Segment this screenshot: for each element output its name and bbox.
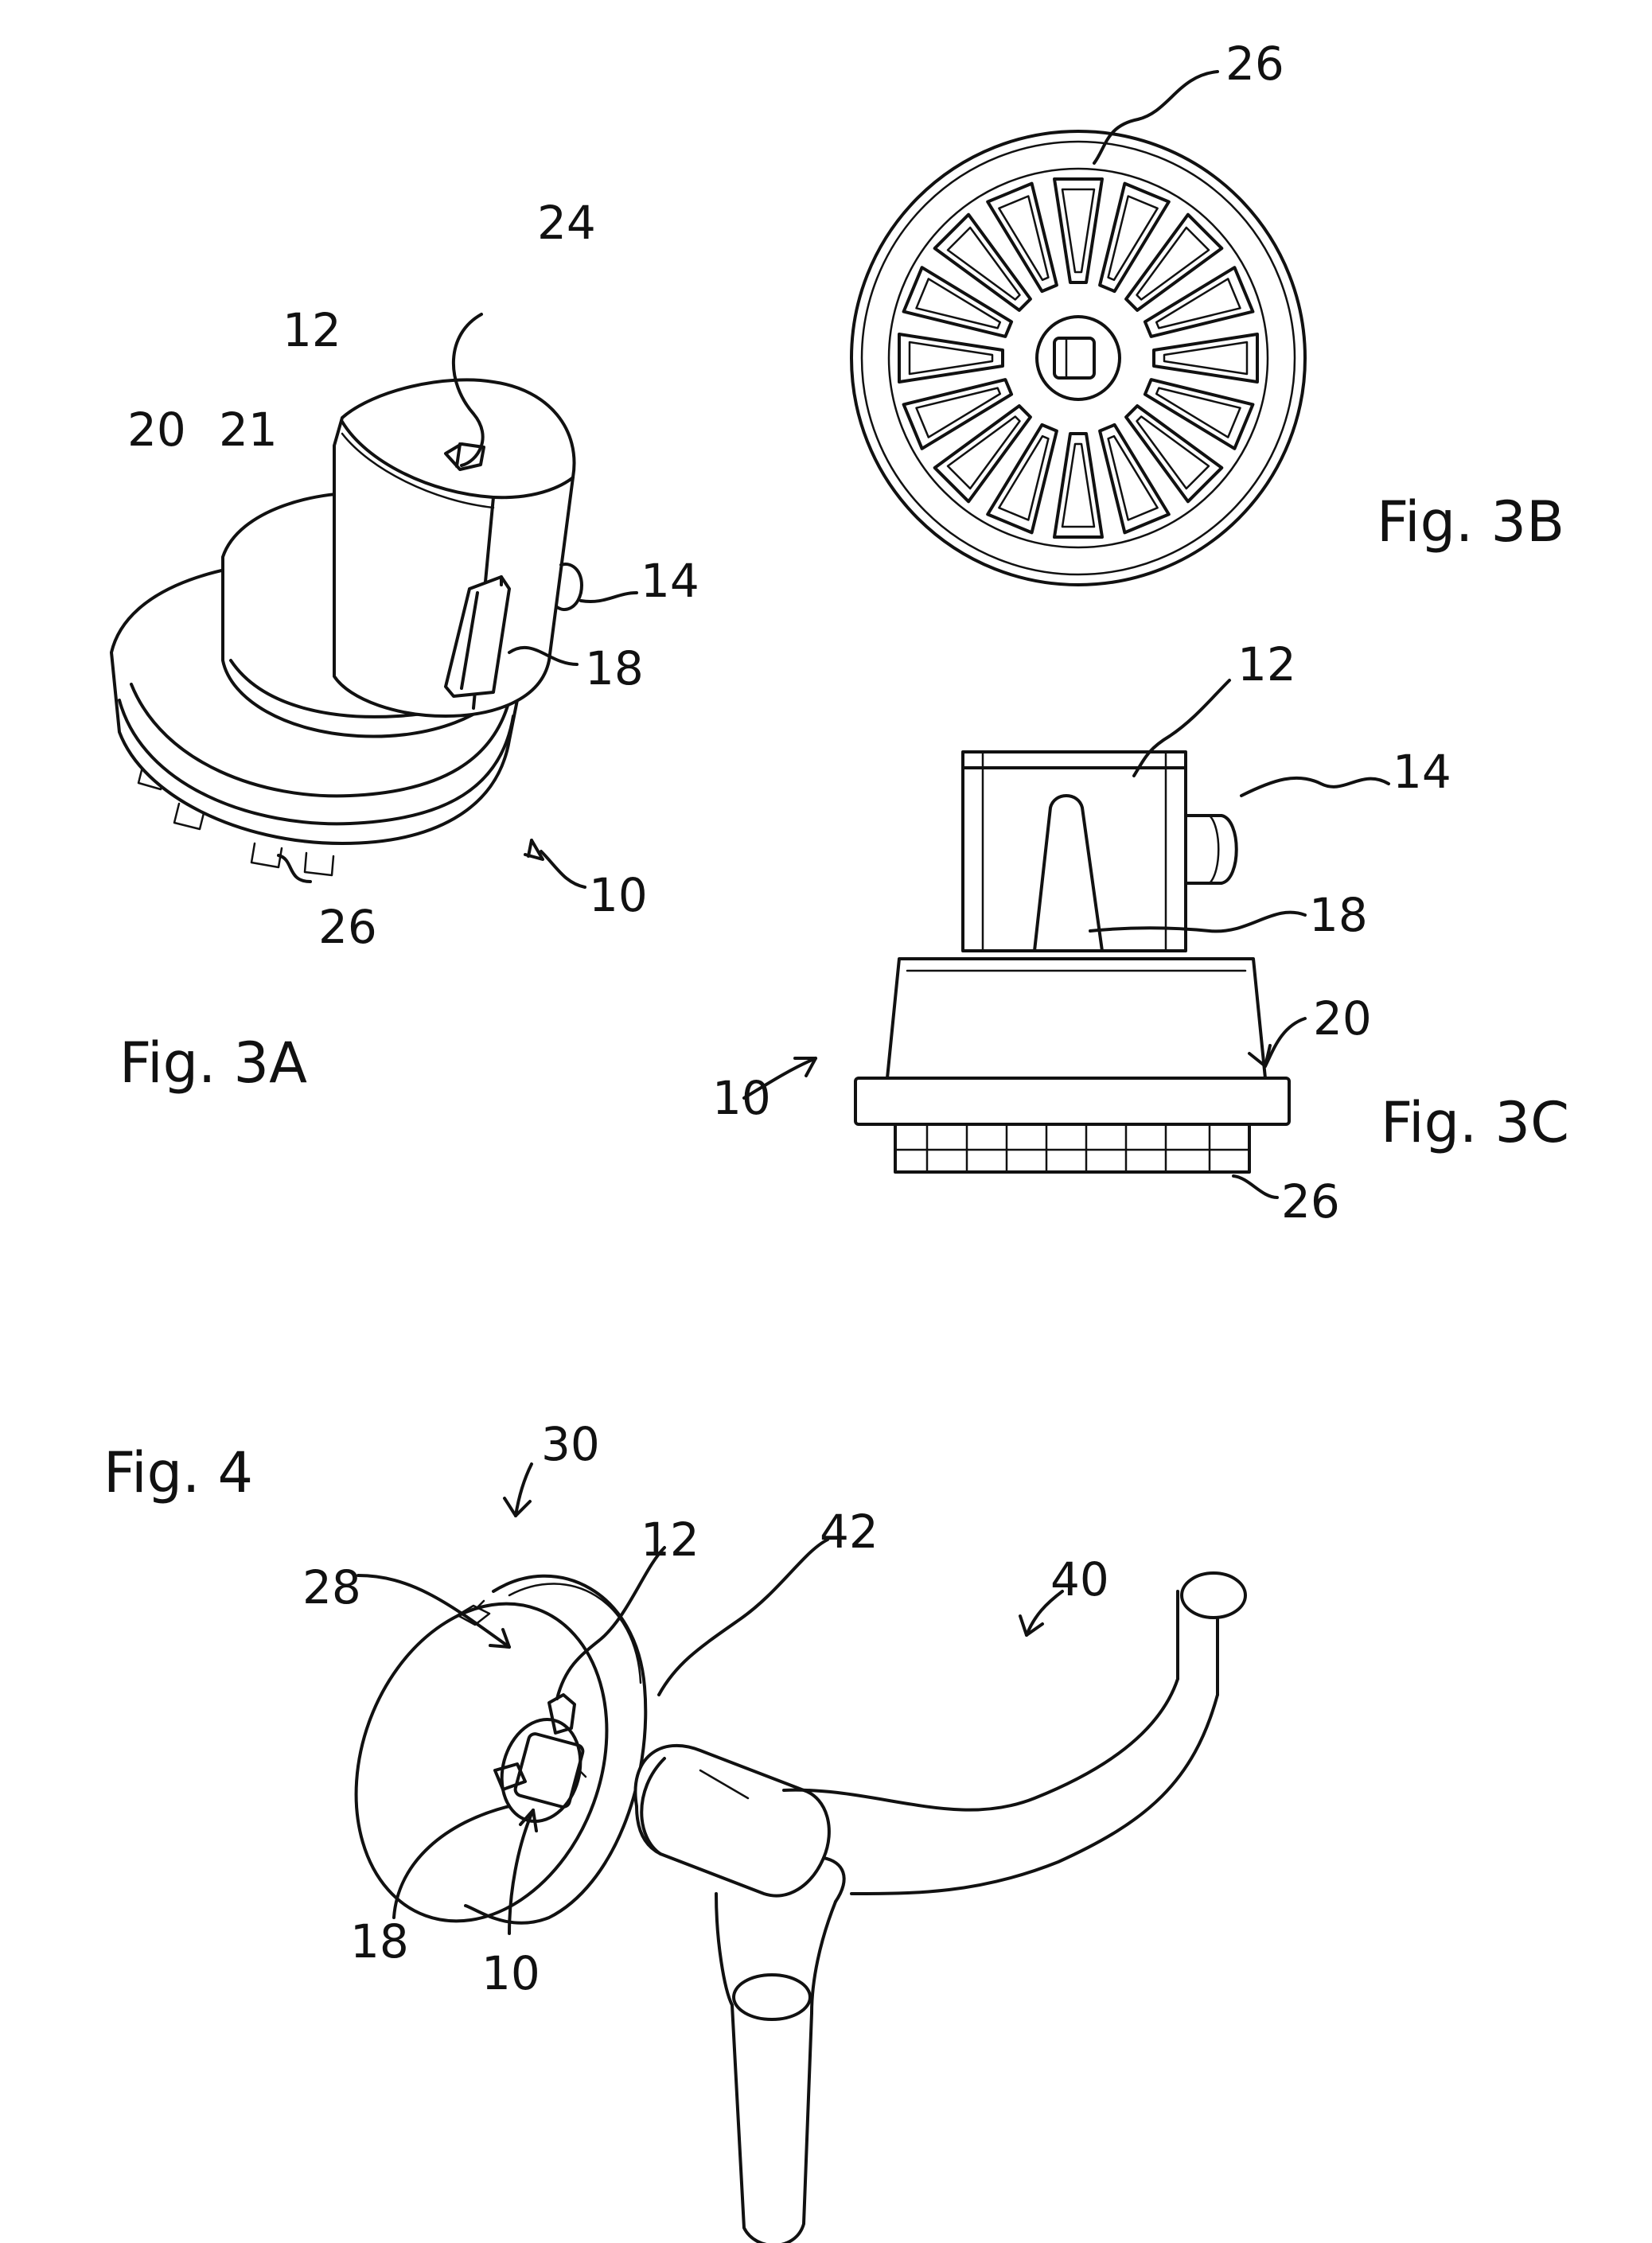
fig3b-slot [935,406,1031,501]
fig4-drawing [314,1568,1245,2243]
fig3c-label-18: 18 [1309,888,1368,942]
fig3b-drawing [851,131,1305,585]
fig3b-slot [899,334,1003,382]
fig3b-slot [1126,215,1221,310]
fig4-label-42: 42 [820,1505,879,1559]
fig3c-label-10: 10 [712,1071,771,1125]
fig3b-leaders [1094,72,1218,163]
fig4-label-10: 10 [481,1946,540,2000]
figure-3c: 12 14 18 20 10 26 Fig. 3C [712,637,1569,1229]
figure-3b: 26 Fig. 3B [851,37,1564,585]
fig3b-slot [1126,406,1221,501]
fig3c-caption: Fig. 3C [1381,1090,1569,1155]
fig4-caption: Fig. 4 [103,1440,253,1505]
fig3b-caption: Fig. 3B [1377,489,1564,555]
fig4-label-30: 30 [541,1417,600,1471]
fig4-label-40: 40 [1050,1552,1109,1606]
figure-3a: 24 12 20 21 14 18 26 10 Fig. 3A [111,196,699,1096]
fig3c-leaders [744,680,1389,1197]
fig3a-caption: Fig. 3A [119,1030,307,1096]
fig3b-spokes [899,179,1257,537]
fig3b-slot [935,215,1031,310]
fig3a-label-10: 10 [589,868,648,922]
fig3b-slot [1154,334,1257,382]
fig3c-drawing [855,752,1289,1172]
fig3a-label-24: 24 [537,196,596,250]
fig3c-label-12: 12 [1237,637,1296,691]
figure-4: 30 42 12 28 40 18 10 Fig. 4 [103,1417,1245,2243]
fig3a-label-21: 21 [219,403,278,457]
fig3a-label-12: 12 [282,303,341,357]
fig3a-label-20: 20 [127,403,186,457]
fig4-handle-40 [635,1573,1245,2243]
fig3b-slot [1054,179,1102,282]
fig4-label-28: 28 [302,1560,361,1614]
fig3a-label-26: 26 [318,900,377,954]
fig3b-label-26: 26 [1225,37,1284,91]
fig3c-label-14: 14 [1393,745,1451,799]
fig3a-label-14: 14 [641,554,699,608]
fig4-label-12: 12 [641,1513,699,1567]
fig3c-label-26: 26 [1281,1174,1340,1229]
fig3a-label-18: 18 [585,641,644,695]
fig3b-slot [1054,434,1102,537]
fig3c-label-20: 20 [1313,991,1372,1046]
fig4-label-18: 18 [350,1914,409,1968]
